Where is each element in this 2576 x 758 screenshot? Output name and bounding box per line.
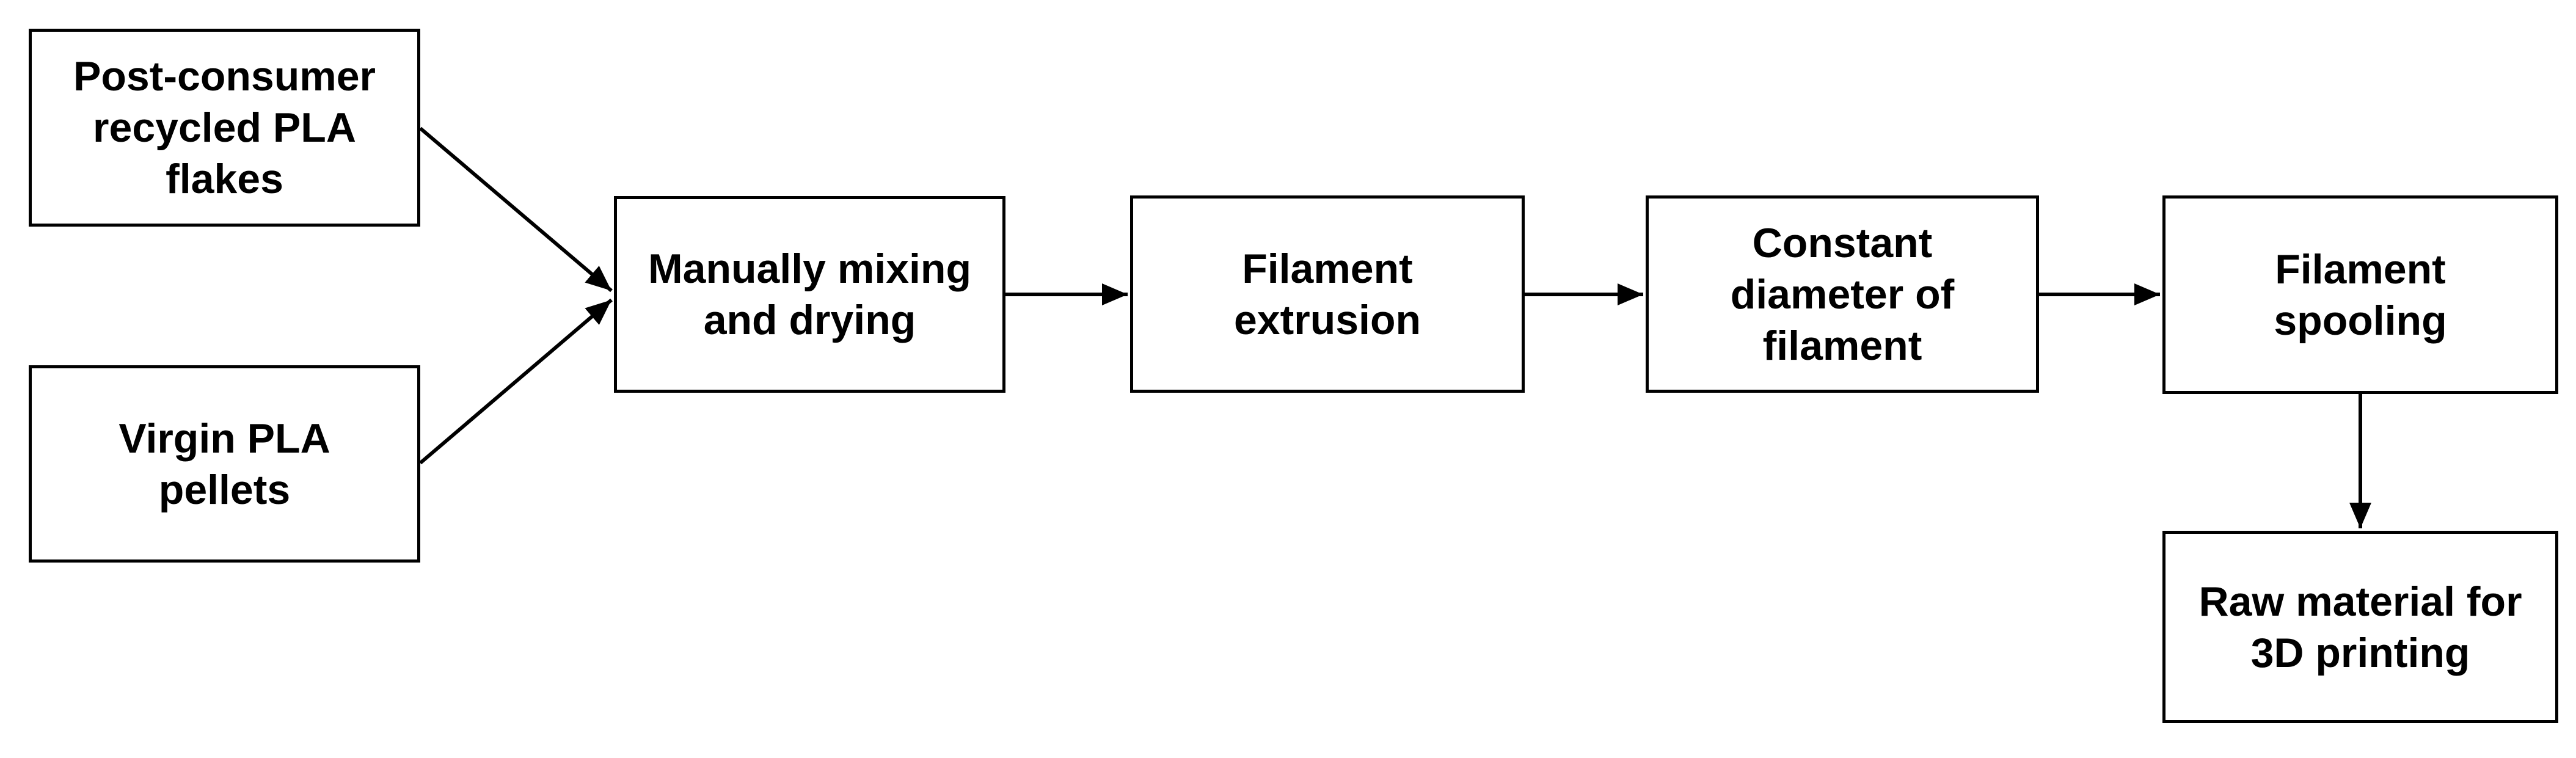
node-manually-mixing-and-drying: Manually mixing and drying [614,196,1005,393]
node-filament-spooling: Filament spooling [2162,195,2558,394]
node-label: Raw material for 3D printing [2198,578,2522,676]
node-label: Constant diameter of filament [1730,219,1955,369]
node-label: Virgin PLA pellets [119,415,330,513]
node-virgin-pla-pellets: Virgin PLA pellets [29,365,420,563]
node-label: Filament spooling [2274,246,2447,344]
edge-flakes-to-mixing [419,126,613,293]
node-label: Filament extrusion [1233,245,1421,343]
node-post-consumer-recycled-pla-flakes: Post-consumer recycled PLA flakes [29,29,420,227]
edge-pellets-to-mixing [419,298,613,465]
node-raw-material-for-3d-printing: Raw material for 3D printing [2162,531,2558,723]
node-filament-extrusion: Filament extrusion [1130,195,1525,393]
node-constant-diameter-of-filament: Constant diameter of filament [1646,195,2039,393]
node-label: Post-consumer recycled PLA flakes [73,53,376,202]
node-label: Manually mixing and drying [648,246,971,343]
